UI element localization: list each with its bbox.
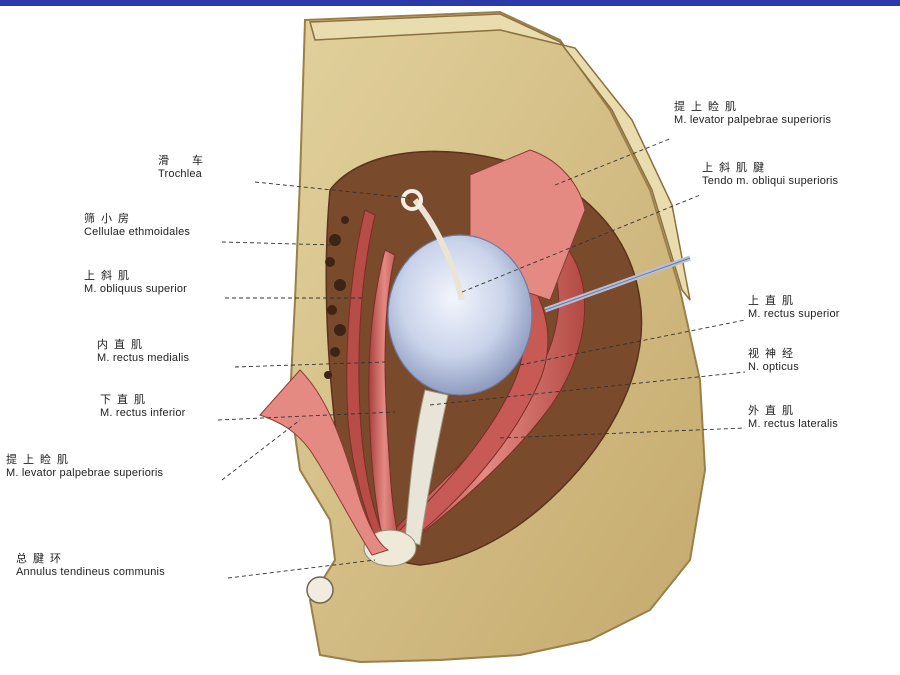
label-ethmoid: 筛小房 Cellulae ethmoidales	[84, 213, 191, 238]
label-levator-top: 提上睑肌 M. levator palpebrae superioris	[674, 101, 832, 126]
trochlea-loop	[401, 189, 423, 211]
label-trochlea: 滑 车 Trochlea	[158, 155, 209, 180]
skull-rim	[309, 13, 691, 301]
muscle-levator-cut	[259, 369, 390, 556]
label-rectus-inferior: 下直肌 M. rectus inferior	[100, 394, 186, 419]
label-annulus: 总腱环 Annulus tendineus communis	[16, 553, 165, 578]
top-accent-bar	[0, 0, 900, 6]
optic-nerve	[404, 389, 449, 546]
label-levator-bottom: 提上睑肌 M. levator palpebrae superioris	[6, 454, 164, 479]
leader-lines	[217, 137, 746, 579]
label-rectus-lateralis: 外直肌 M. rectus lateralis	[748, 405, 838, 430]
label-rectus-superior: 上直肌 M. rectus superior	[748, 295, 840, 320]
tendon-obliquus	[412, 198, 465, 301]
label-rectus-medialis: 内直肌 M. rectus medialis	[97, 339, 190, 364]
label-obliquus: 上斜肌 M. obliquus superior	[84, 270, 188, 295]
label-tendo: 上斜肌腱 Tendo m. obliqui superioris	[702, 162, 839, 187]
optic-canal-knob	[306, 576, 334, 604]
ethmoid-cells	[324, 216, 349, 379]
label-opticus: 视神经 N. opticus	[748, 348, 799, 373]
eyeball	[387, 234, 533, 396]
